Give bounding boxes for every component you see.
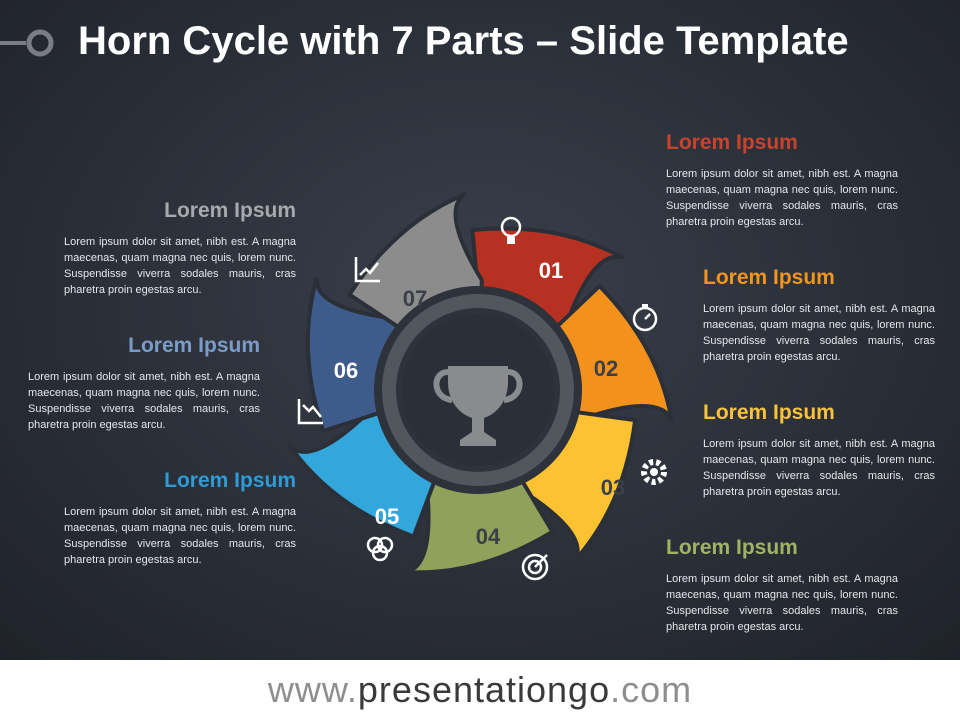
text-block-01: Lorem Ipsum Lorem ipsum dolor sit amet, …	[666, 130, 898, 230]
body-07: Lorem ipsum dolor sit amet, nibh est. A …	[64, 236, 296, 296]
gear-icon	[641, 459, 667, 485]
footer-suffix: .com	[610, 669, 693, 710]
text-block-02: Lorem Ipsum Lorem ipsum dolor sit amet, …	[703, 265, 935, 365]
body-06: Lorem ipsum dolor sit amet, nibh est. A …	[28, 371, 260, 431]
heading-06: Lorem Ipsum	[128, 334, 260, 357]
segment-number-04: 04	[476, 524, 501, 549]
horn-cycle-diagram: 01 02 03 04 05 06 07	[288, 192, 674, 581]
heading-05: Lorem Ipsum	[164, 469, 296, 492]
heading-03: Lorem Ipsum	[703, 401, 835, 424]
segment-number-06: 06	[334, 358, 358, 383]
chart-up-icon	[354, 257, 380, 283]
segment-number-01: 01	[539, 258, 563, 283]
body-02: Lorem ipsum dolor sit amet, nibh est. A …	[703, 303, 935, 363]
body-04: Lorem ipsum dolor sit amet, nibh est. A …	[666, 573, 898, 633]
slide-title: Horn Cycle with 7 Parts – Slide Template	[78, 19, 849, 63]
segment-number-05: 05	[375, 504, 399, 529]
stopwatch-icon	[632, 304, 658, 332]
text-block-06: Lorem Ipsum Lorem ipsum dolor sit amet, …	[28, 333, 260, 433]
footer-prefix: www.	[267, 669, 358, 710]
trophy-icon	[433, 366, 523, 446]
text-block-05: Lorem Ipsum Lorem ipsum dolor sit amet, …	[64, 468, 296, 568]
target-icon	[521, 553, 549, 581]
heading-07: Lorem Ipsum	[164, 199, 296, 222]
chart-down-icon	[297, 399, 323, 425]
segment-number-07: 07	[403, 286, 427, 311]
text-block-03: Lorem Ipsum Lorem ipsum dolor sit amet, …	[703, 400, 935, 500]
text-block-07: Lorem Ipsum Lorem ipsum dolor sit amet, …	[64, 198, 296, 298]
segment-number-03: 03	[601, 475, 625, 500]
venn-icon	[366, 536, 394, 562]
logo-ring-icon	[0, 29, 54, 57]
lightbulb-icon	[500, 216, 522, 244]
heading-04: Lorem Ipsum	[666, 536, 798, 559]
center-ring	[382, 294, 574, 486]
heading-01: Lorem Ipsum	[666, 131, 798, 154]
slide: Horn Cycle with 7 Parts – Slide Template…	[0, 0, 960, 660]
footer-url: www.presentationgo.com	[0, 660, 960, 720]
body-03: Lorem ipsum dolor sit amet, nibh est. A …	[703, 438, 935, 498]
heading-02: Lorem Ipsum	[703, 266, 835, 289]
footer-brand: presentationgo	[357, 669, 611, 710]
text-block-04: Lorem Ipsum Lorem ipsum dolor sit amet, …	[666, 535, 898, 635]
body-05: Lorem ipsum dolor sit amet, nibh est. A …	[64, 506, 296, 566]
body-01: Lorem ipsum dolor sit amet, nibh est. A …	[666, 168, 898, 228]
segment-number-02: 02	[594, 356, 618, 381]
